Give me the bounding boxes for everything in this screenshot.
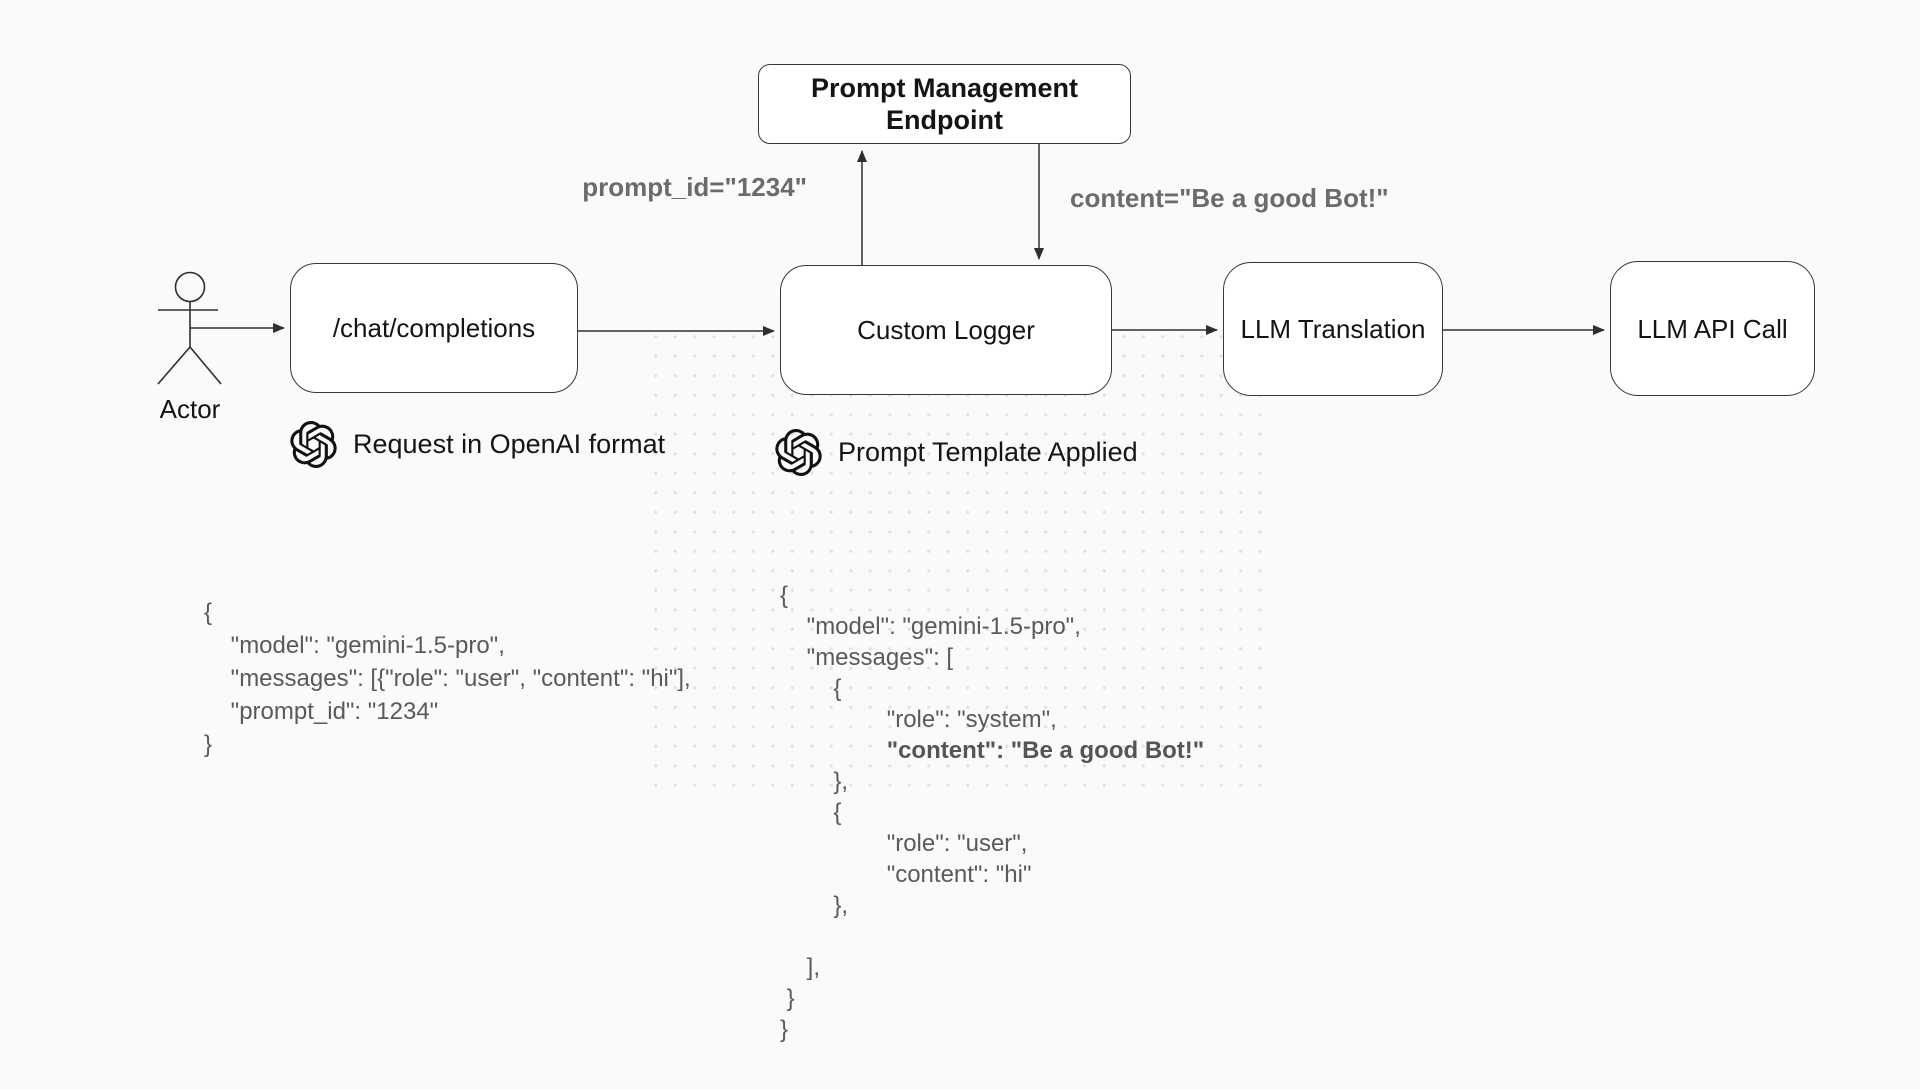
code-line: "model": "gemini-1.5-pro", <box>204 632 505 659</box>
code-line: { <box>204 599 213 626</box>
code-line: "prompt_id": "1234" <box>204 698 439 725</box>
node-label: LLM Translation <box>1240 314 1426 344</box>
caption-text: Request in OpenAI format <box>353 429 666 459</box>
code-line: "messages": [{"role": "user", "content":… <box>204 665 691 692</box>
node-label: Custom Logger <box>857 315 1035 345</box>
code-line: "role": "system", <box>780 706 1057 733</box>
edge-label-content: content="Be a good Bot!" <box>1070 183 1389 213</box>
openai-logo-icon <box>775 429 822 476</box>
code-line: "model": "gemini-1.5-pro", <box>780 613 1081 640</box>
node-llm-api-call: LLM API Call <box>1610 261 1815 396</box>
node-label: Prompt Management Endpoint <box>810 73 1079 135</box>
code-line: { <box>780 675 842 702</box>
actor-figure <box>157 271 222 385</box>
code-line: "content": "hi" <box>780 861 1032 888</box>
actor-label: Actor <box>159 394 221 424</box>
code-line: }, <box>780 892 849 919</box>
node-prompt-management-endpoint: Prompt Management Endpoint <box>758 64 1131 144</box>
caption-text: Prompt Template Applied <box>838 437 1138 467</box>
node-chat-completions: /chat/completions <box>290 263 578 393</box>
code-line: } <box>204 731 213 758</box>
openai-logo-icon <box>290 421 337 468</box>
dot-grid-background <box>646 327 1264 795</box>
node-custom-logger: Custom Logger <box>780 265 1112 395</box>
code-line: { <box>780 799 842 826</box>
code-line: { <box>780 582 789 609</box>
node-label: /chat/completions <box>332 313 536 343</box>
caption-request-openai-format: Request in OpenAI format <box>290 421 665 468</box>
code-line <box>780 921 1204 952</box>
code-line: }, <box>780 768 849 795</box>
code-line: ], <box>780 954 821 981</box>
edge-label-prompt-id: prompt_id="1234" <box>582 172 807 202</box>
code-line: "role": "user", <box>780 830 1028 857</box>
json-request-block: { "model": "gemini-1.5-pro", "messages":… <box>204 596 691 761</box>
json-template-applied-block: { "model": "gemini-1.5-pro", "messages":… <box>780 580 1204 1045</box>
node-llm-translation: LLM Translation <box>1223 262 1443 396</box>
code-line: "content": "Be a good Bot!" <box>780 737 1205 764</box>
node-label: LLM API Call <box>1637 313 1788 344</box>
code-line: "messages": [ <box>780 644 954 671</box>
code-line: } <box>780 985 795 1012</box>
code-line: } <box>780 1016 789 1043</box>
caption-prompt-template-applied: Prompt Template Applied <box>775 429 1138 476</box>
